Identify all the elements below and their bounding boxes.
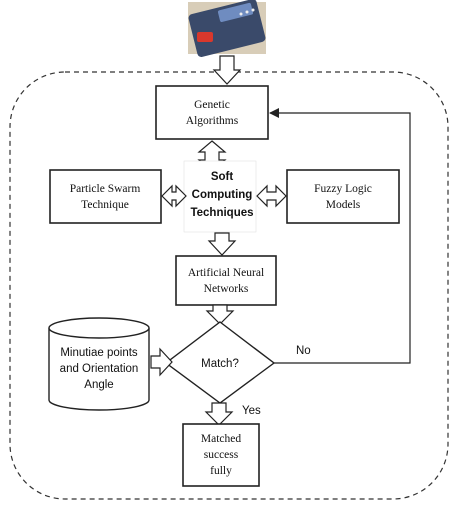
matched-line-3: fully	[210, 465, 232, 477]
ann-line-2: Networks	[204, 283, 249, 295]
arrow-ann-to-decision	[205, 304, 235, 325]
minutiae-line-1: Minutiae points	[60, 347, 138, 359]
decision-label: Match?	[201, 358, 239, 370]
node-minutiae-database: Minutiae points and Orientation Angle	[48, 317, 150, 411]
arrow-database-to-decision	[150, 347, 173, 377]
minutiae-line-2: and Orientation	[60, 363, 139, 375]
arrow-soft-computing-to-ann	[207, 232, 237, 256]
node-soft-computing: Soft Computing Techniques	[183, 160, 257, 233]
node-fuzzy-logic: Fuzzy Logic Models	[286, 169, 400, 224]
soft-line-3: Techniques	[190, 207, 253, 219]
arrow-device-to-genetic	[212, 55, 242, 85]
yes-label: Yes	[242, 405, 261, 417]
soft-line-2: Computing	[192, 189, 253, 201]
fuzzy-line-1: Fuzzy Logic	[314, 183, 372, 195]
matched-line-2: success	[204, 449, 239, 461]
edge-no-loop: No	[269, 108, 411, 364]
genetic-line-1: Genetic	[194, 99, 230, 111]
particle-line-2: Technique	[81, 199, 129, 211]
node-match-decision: Match?	[164, 321, 276, 404]
matched-line-1: Matched	[201, 433, 241, 445]
node-genetic-algorithms: Genetic Algorithms	[155, 85, 269, 140]
arrow-decision-to-matched: Yes	[204, 402, 261, 426]
node-particle-swarm: Particle Swarm Technique	[49, 169, 162, 224]
fingerprint-scanner-device-icon	[188, 0, 266, 57]
arrow-particle-soft-computing	[161, 184, 187, 208]
no-label: No	[296, 345, 311, 357]
ann-line-1: Artificial Neural	[188, 267, 264, 279]
node-matched-successfully: Matched success fully	[182, 423, 260, 487]
soft-line-1: Soft	[211, 171, 234, 183]
minutiae-line-3: Angle	[84, 379, 113, 391]
genetic-line-2: Algorithms	[186, 115, 239, 127]
arrow-soft-computing-fuzzy	[256, 184, 287, 208]
node-artificial-neural-networks: Artificial Neural Networks	[175, 255, 277, 306]
particle-line-1: Particle Swarm	[70, 183, 141, 195]
fuzzy-line-2: Models	[326, 199, 361, 211]
